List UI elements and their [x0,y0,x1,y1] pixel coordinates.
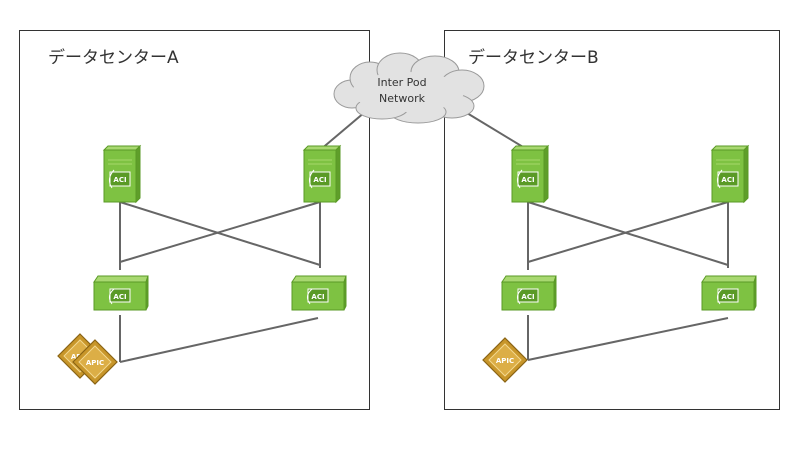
datacenter-b-title: データセンターB [468,47,599,68]
datacenter-a-title: データセンターA [48,47,179,68]
link-b-leaf2-apic [527,317,729,361]
spine-switch-a1-icon: ACI [103,145,141,203]
aci-label: ACI [721,293,734,301]
link-ipn-to-spine-a2 [319,111,366,151]
link-a-spine2-leaf1 [119,201,321,263]
leaf-switch-a2-icon: ACI [291,275,347,311]
spine-switch-b1-icon: ACI [511,145,549,203]
link-a-leaf2-apic [119,317,319,363]
aci-label: ACI [721,176,734,184]
datacenter-b-box [444,30,780,410]
spine-switch-a2-icon: ACI [303,145,341,203]
aci-label: ACI [521,176,534,184]
aci-label: ACI [113,176,126,184]
link-b-spine1-leaf2 [527,201,729,266]
link-ipn-to-spine-b1 [461,109,529,151]
apic-label: APIC [496,357,514,365]
apic-controller-a-front-icon: APIC [72,339,118,385]
link-a-spine1-leaf2 [119,201,321,266]
cloud-label-line1: Inter Pod [377,76,426,89]
aci-label: ACI [113,293,126,301]
leaf-switch-b2-icon: ACI [701,275,757,311]
links [119,109,729,363]
link-b-spine2-leaf1 [527,201,729,263]
aci-label: ACI [521,293,534,301]
apic-controller-b-icon: APIC [482,337,528,383]
apic-label: APIC [86,359,104,367]
leaf-switch-b1-icon: ACI [501,275,557,311]
inter-pod-network-cloud: Inter Pod Network [333,52,485,124]
aci-label: ACI [313,176,326,184]
aci-label: ACI [311,293,324,301]
spine-switch-b2-icon: ACI [711,145,749,203]
cloud-label-line2: Network [379,92,426,105]
leaf-switch-a1-icon: ACI [93,275,149,311]
datacenter-a-box [19,30,370,410]
